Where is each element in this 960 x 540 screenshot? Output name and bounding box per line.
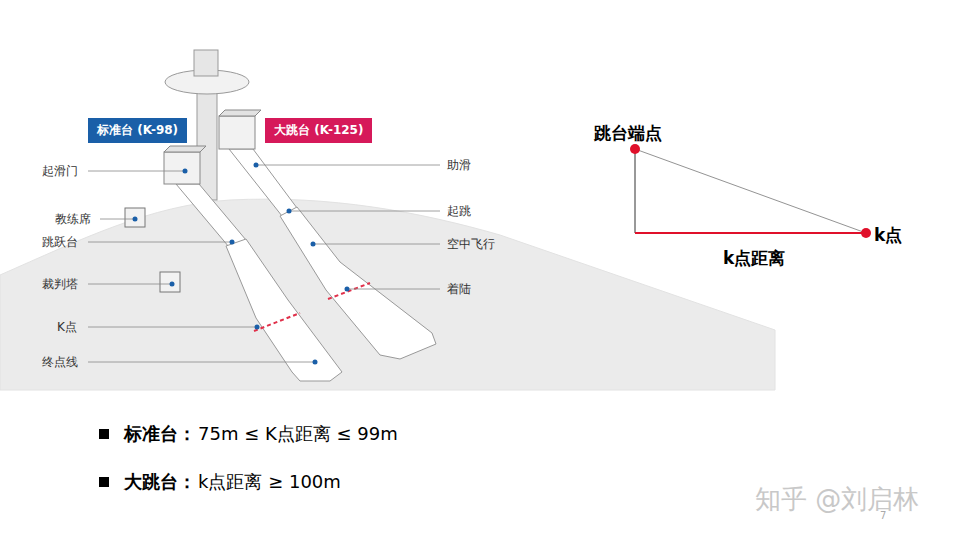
label-text: k点距离 ≥ 100m [198,471,341,493]
judge-box [160,272,180,292]
k-point-dot [861,228,871,238]
label-text: 教练席 [55,212,91,226]
label-text: 跳跃台 [42,235,78,249]
badge-text: 大跳台 (K-125) [274,122,363,139]
standard-k-line [254,313,300,331]
large-landing [280,207,436,359]
label-text: k点距离 [723,248,785,268]
badge-text: 标准台 (K-98) [97,122,178,139]
standard-gate [164,152,200,184]
large-k-line [328,283,370,299]
large-inrun [229,149,297,216]
leader-dots [133,163,350,365]
leader-lines [88,165,440,362]
standard-gate-top [164,146,206,152]
standard-inrun [176,184,246,247]
label-text: 标准台： [124,423,196,445]
jump-end-dot [630,144,640,154]
label-text: 空中飞行 [447,237,495,251]
label-text: 裁判塔 [42,277,78,291]
height-line [635,149,636,233]
k-distance-line [635,232,866,234]
badge-box: 大跳台 (K-125) [265,118,372,143]
label-text: 起滑门 [42,164,78,178]
large-gate [219,116,255,149]
label-text: 跳台端点 [594,123,662,143]
tower-top [194,50,218,76]
label-text: K点 [57,320,77,334]
bullet [99,477,109,487]
label-text: 7 [880,510,886,522]
label-text: 着陆 [447,282,471,296]
label-text: 助滑 [447,158,471,172]
large-gate-top [219,110,261,116]
label-text: 75m ≤ K点距离 ≤ 99m [198,423,398,445]
label-text: 知乎 @刘启林 [755,484,919,515]
bullet [99,429,109,439]
coach-box [125,208,145,227]
hill [0,199,775,390]
label-text: 终点线 [42,355,78,369]
badge-box: 标准台 (K-98) [88,118,187,143]
label-text: 大跳台： [124,471,196,493]
label-text: 起跳 [447,204,471,218]
label-text: k点 [874,225,902,245]
slope-line [635,149,866,233]
